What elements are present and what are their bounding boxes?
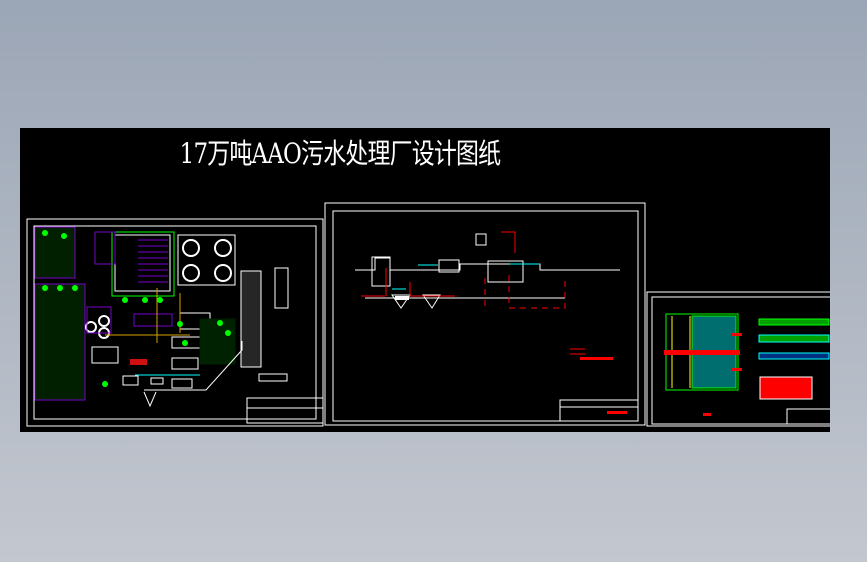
sheet-site-plan[interactable] bbox=[26, 218, 324, 427]
drawing-title: 17万吨AAO污水处理厂设计图纸 bbox=[179, 137, 501, 170]
cad-drawing-canvas[interactable]: 17万吨AAO污水处理厂设计图纸 bbox=[20, 128, 830, 432]
sheet-process-flow[interactable] bbox=[324, 202, 646, 426]
drawing-sheets bbox=[26, 202, 830, 427]
sheet-tank-detail[interactable] bbox=[646, 291, 830, 427]
